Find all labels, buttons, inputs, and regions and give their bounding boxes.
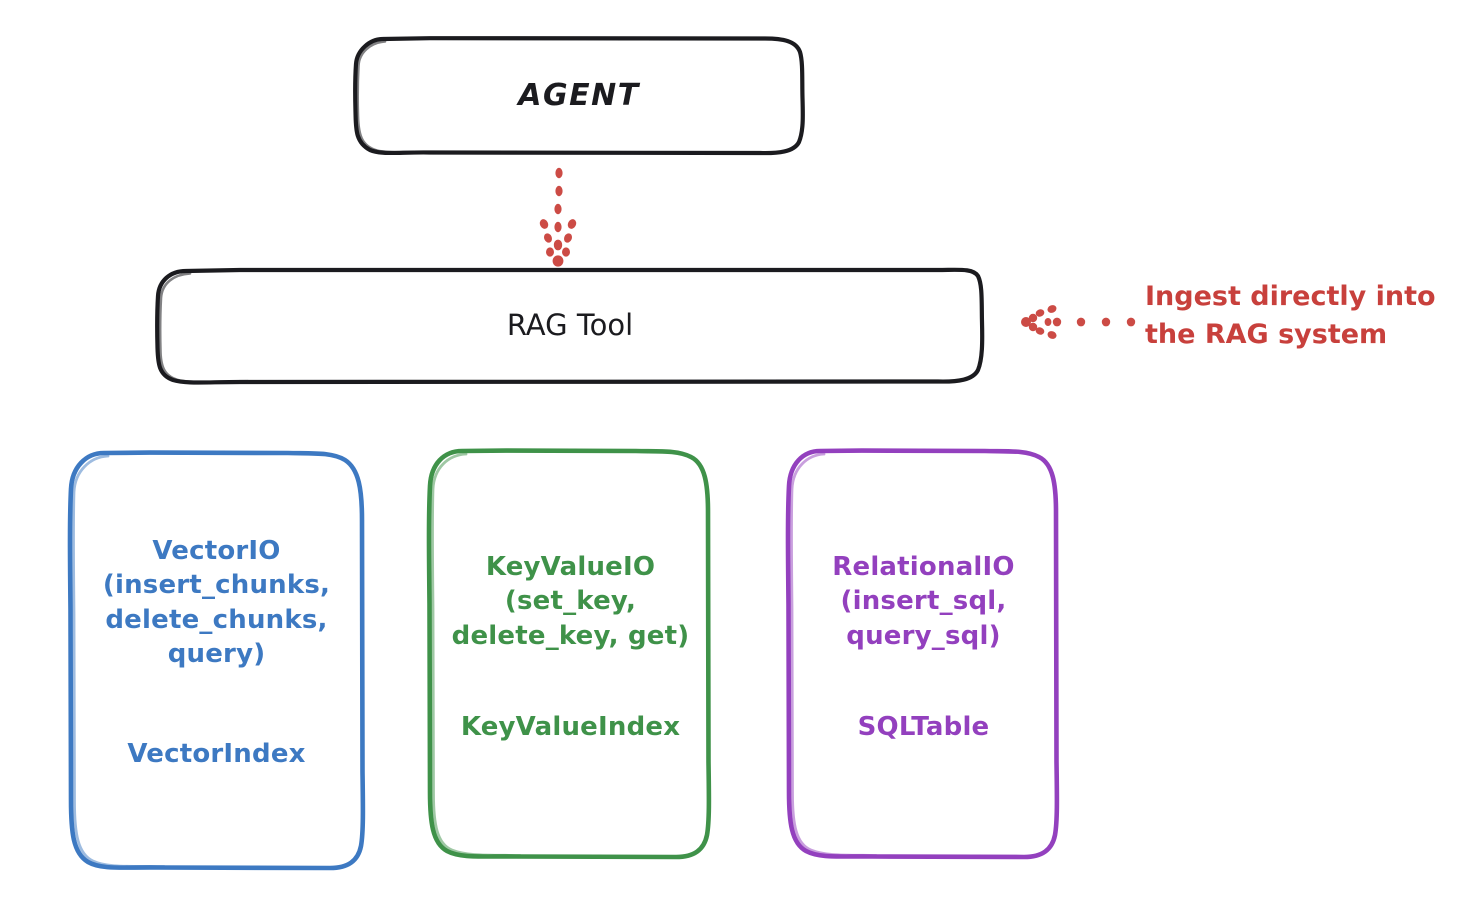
vector-io-box-sketch-overlay <box>72 454 166 868</box>
rag-tool-box-sketch-overlay <box>158 272 250 384</box>
key-value-io-box-outline <box>426 448 712 860</box>
agent-node[interactable] <box>353 36 805 156</box>
agent-to-rag-connector <box>539 167 577 267</box>
ingest-arrow-connector <box>1021 305 1136 339</box>
agent-box-outline <box>353 36 805 156</box>
relational-io-box-sketch-overlay <box>790 452 878 857</box>
rag-tool-node[interactable] <box>155 267 985 385</box>
relational-io-box-outline <box>785 448 1060 860</box>
key-value-io-box-sketch-overlay <box>431 452 522 857</box>
vector-io-node[interactable] <box>67 450 366 871</box>
rag-tool-box-outline <box>155 267 985 385</box>
ingest-annotation-text: Ingest directly into the RAG system <box>1145 281 1436 351</box>
relational-io-node[interactable] <box>785 448 1060 860</box>
key-value-io-node[interactable] <box>426 448 712 860</box>
vector-io-box-outline <box>67 450 366 871</box>
agent-box-sketch-overlay <box>356 40 438 154</box>
